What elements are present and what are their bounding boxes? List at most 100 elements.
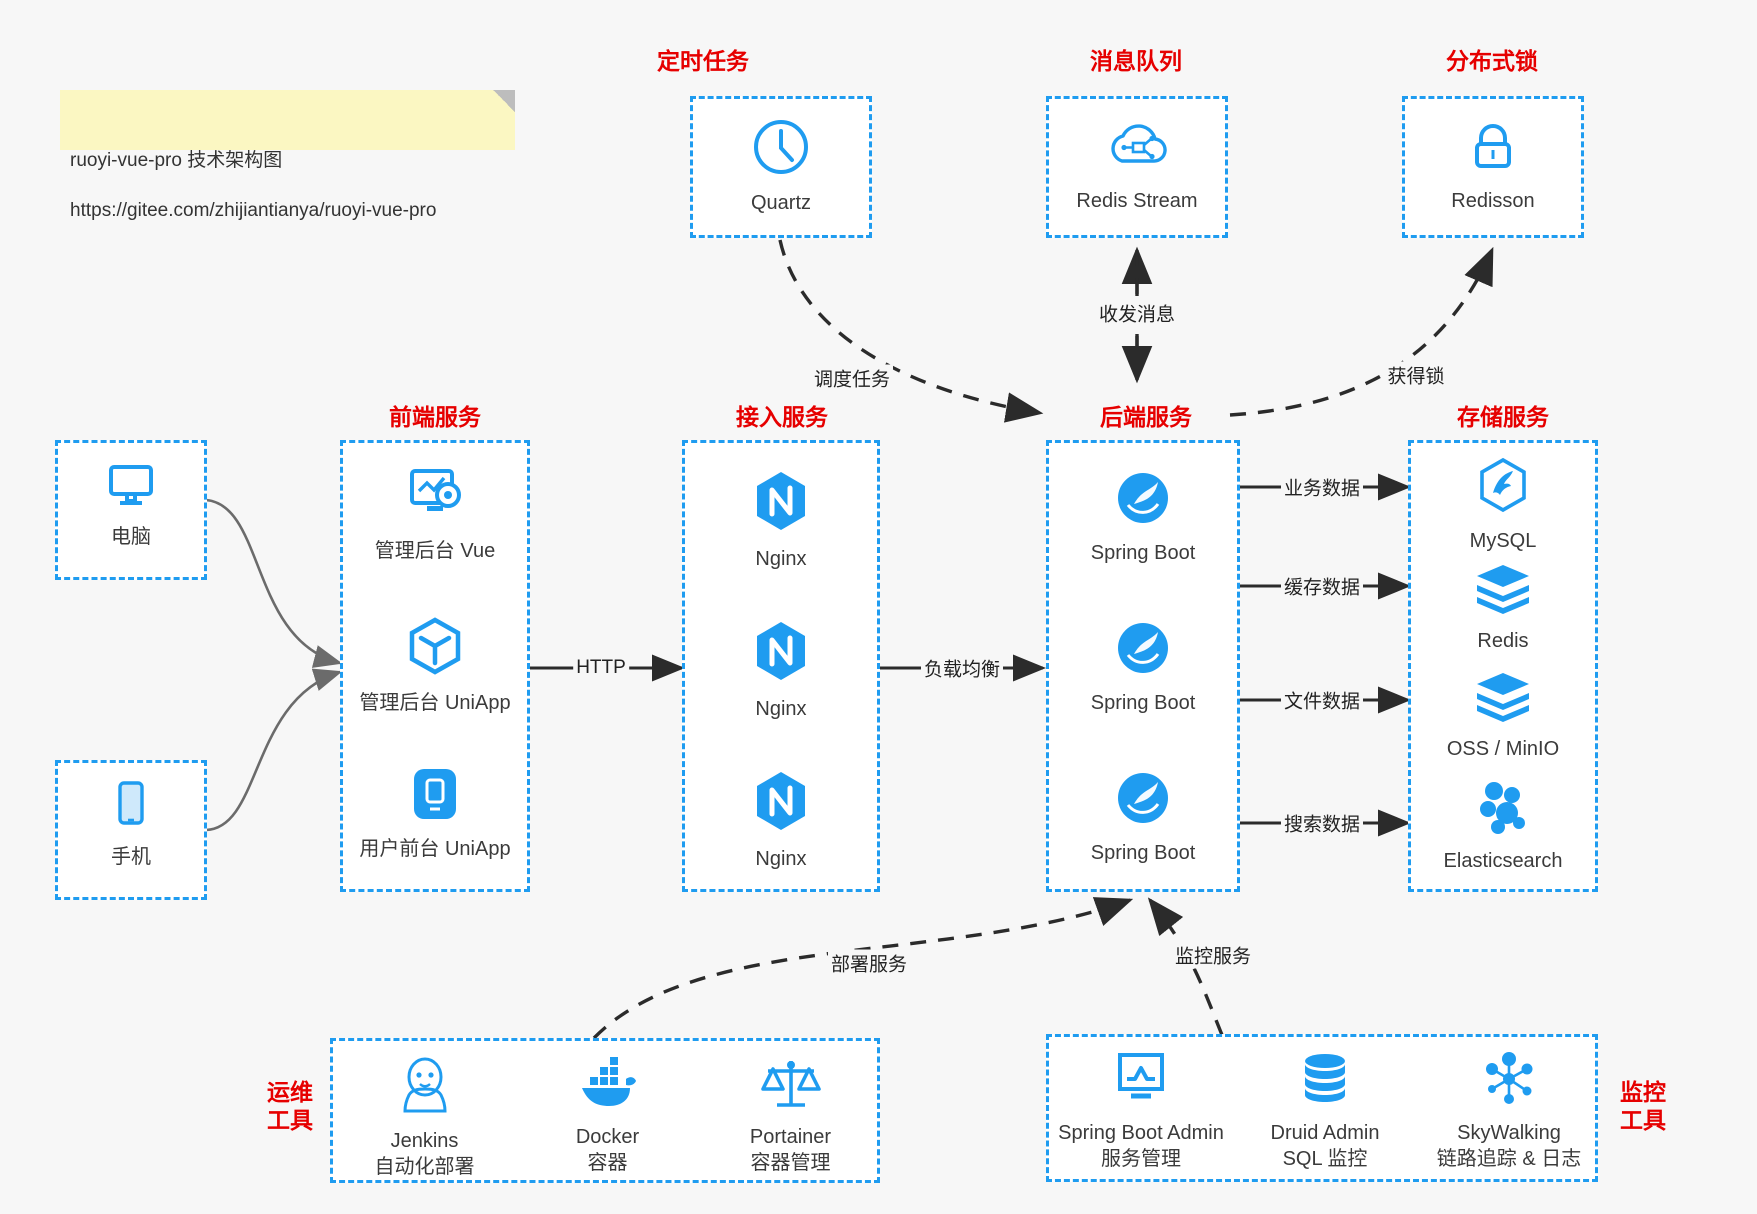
monitor-chart-icon xyxy=(1049,1051,1233,1114)
group-storage: MySQL Redis OSS / MinIO xyxy=(1408,440,1598,892)
node-nginx-1[interactable]: Nginx xyxy=(685,469,877,572)
group-backend: Spring Boot Spring Boot Spring Boot xyxy=(1046,440,1240,892)
group-devops: Jenkins 自动化部署 Docker 容器 xyxy=(330,1038,880,1183)
node-label: Spring Boot Admin xyxy=(1058,1122,1224,1144)
node-spring-boot-admin[interactable]: Spring Boot Admin 服务管理 xyxy=(1049,1051,1233,1172)
node-admin-uniapp[interactable]: 管理后台 UniApp xyxy=(343,615,527,716)
skywalking-icon xyxy=(1417,1051,1601,1114)
node-quartz[interactable]: Quartz xyxy=(693,117,869,216)
node-label: Spring Boot xyxy=(1090,842,1196,864)
node-label: 用户前台 UniApp xyxy=(359,838,511,860)
node-label: Spring Boot xyxy=(1090,542,1196,564)
elasticsearch-icon xyxy=(1411,779,1595,842)
diagram-note: ruoyi-vue-pro 技术架构图 https://gitee.com/zh… xyxy=(60,90,515,221)
node-redisson[interactable]: Redisson xyxy=(1405,117,1581,214)
node-spring-boot-1[interactable]: Spring Boot xyxy=(1049,469,1237,566)
mysql-icon xyxy=(1411,457,1595,522)
node-mobile[interactable]: 手机 xyxy=(58,779,204,870)
node-label: Redis xyxy=(1477,630,1529,652)
node-druid-admin[interactable]: Druid Admin SQL 监控 xyxy=(1233,1051,1417,1172)
node-label: Quartz xyxy=(750,192,812,214)
edge-label-schedule-task: 调度任务 xyxy=(810,364,894,392)
cube-icon xyxy=(343,615,527,684)
node-label: SkyWalking xyxy=(1457,1122,1561,1144)
padlock-icon xyxy=(1405,117,1581,182)
edge-label-acquire-lock: 获得锁 xyxy=(1384,361,1448,389)
group-scheduler: Quartz xyxy=(690,96,872,238)
node-label: Docker xyxy=(575,1126,640,1148)
node-sublabel: 链路追踪 & 日志 xyxy=(1436,1148,1582,1170)
docker-icon xyxy=(516,1055,699,1118)
node-mysql[interactable]: MySQL xyxy=(1411,457,1595,554)
node-docker[interactable]: Docker 容器 xyxy=(516,1055,699,1176)
node-jenkins[interactable]: Jenkins 自动化部署 xyxy=(333,1055,516,1180)
edge-label-monitor-service: 监控服务 xyxy=(1171,941,1255,969)
node-elasticsearch[interactable]: Elasticsearch xyxy=(1411,779,1595,874)
redis-icon xyxy=(1411,563,1595,622)
node-label: Elasticsearch xyxy=(1443,850,1563,872)
node-label: 手机 xyxy=(111,846,151,868)
node-label: MySQL xyxy=(1469,530,1537,552)
group-device-mobile: 手机 xyxy=(55,760,207,900)
spring-boot-icon xyxy=(1049,769,1237,834)
node-sublabel: 自动化部署 xyxy=(374,1156,475,1178)
node-redis-stream[interactable]: Redis Stream xyxy=(1049,117,1225,214)
group-title-lock: 分布式锁 xyxy=(1446,48,1538,74)
group-title-gateway: 接入服务 xyxy=(736,404,828,430)
edge-label-deploy-service: 部署服务 xyxy=(827,949,911,977)
group-gateway: Nginx Nginx Nginx xyxy=(682,440,880,892)
edge-label-business-data: 业务数据 xyxy=(1280,473,1364,501)
spring-boot-icon xyxy=(1049,469,1237,534)
mobile-icon xyxy=(58,779,204,838)
group-title-devops: 运维 工具 xyxy=(267,1079,313,1133)
group-title-storage: 存储服务 xyxy=(1457,404,1549,430)
group-device-computer: 电脑 xyxy=(55,440,207,580)
node-label: 管理后台 Vue xyxy=(374,540,496,562)
scales-icon xyxy=(699,1055,882,1118)
group-frontend: 管理后台 Vue 管理后台 UniApp 用户前台 UniApp xyxy=(340,440,530,892)
spring-boot-icon xyxy=(1049,619,1237,684)
node-sublabel: SQL 监控 xyxy=(1282,1148,1368,1170)
nginx-icon xyxy=(685,469,877,540)
node-admin-vue[interactable]: 管理后台 Vue xyxy=(343,465,527,564)
node-nginx-3[interactable]: Nginx xyxy=(685,769,877,872)
note-fold-icon xyxy=(493,90,515,112)
node-label: OSS / MinIO xyxy=(1446,738,1560,760)
group-title-mq: 消息队列 xyxy=(1090,48,1182,74)
node-label: Spring Boot xyxy=(1090,692,1196,714)
nginx-icon xyxy=(685,619,877,690)
group-title-scheduler: 定时任务 xyxy=(657,48,749,74)
group-lock: Redisson xyxy=(1402,96,1584,238)
node-user-uniapp[interactable]: 用户前台 UniApp xyxy=(343,765,527,862)
cloud-stream-icon xyxy=(1049,117,1225,182)
node-spring-boot-3[interactable]: Spring Boot xyxy=(1049,769,1237,866)
node-label: Nginx xyxy=(755,548,807,570)
edge-label-search-data: 搜索数据 xyxy=(1280,809,1364,837)
redis-icon xyxy=(1411,671,1595,730)
group-title-frontend: 前端服务 xyxy=(389,404,481,430)
group-monitor: Spring Boot Admin 服务管理 Druid Admin SQL 监… xyxy=(1046,1034,1598,1182)
edge-label-send-receive-message: 收发消息 xyxy=(1095,299,1179,327)
node-oss-minio[interactable]: OSS / MinIO xyxy=(1411,671,1595,762)
edge-label-file-data: 文件数据 xyxy=(1280,686,1364,714)
node-label: Jenkins xyxy=(390,1130,459,1152)
node-computer[interactable]: 电脑 xyxy=(58,459,204,550)
node-skywalking[interactable]: SkyWalking 链路追踪 & 日志 xyxy=(1417,1051,1601,1172)
note-title: ruoyi-vue-pro 技术架构图 xyxy=(70,150,283,171)
node-label: Redisson xyxy=(1451,190,1535,212)
node-label: 管理后台 UniApp xyxy=(359,692,511,714)
node-portainer[interactable]: Portainer 容器管理 xyxy=(699,1055,882,1176)
nginx-icon xyxy=(685,769,877,840)
edge-label-http: HTTP xyxy=(573,657,629,679)
node-label: Redis Stream xyxy=(1076,190,1198,212)
group-title-backend: 后端服务 xyxy=(1100,404,1192,430)
node-nginx-2[interactable]: Nginx xyxy=(685,619,877,722)
edge-label-load-balance: 负载均衡 xyxy=(920,654,1004,682)
clock-icon xyxy=(693,117,869,184)
node-label: 电脑 xyxy=(111,526,151,548)
phone-app-icon xyxy=(343,765,527,830)
node-label: Nginx xyxy=(755,848,807,870)
node-spring-boot-2[interactable]: Spring Boot xyxy=(1049,619,1237,716)
node-redis[interactable]: Redis xyxy=(1411,563,1595,654)
node-sublabel: 容器管理 xyxy=(750,1152,831,1174)
